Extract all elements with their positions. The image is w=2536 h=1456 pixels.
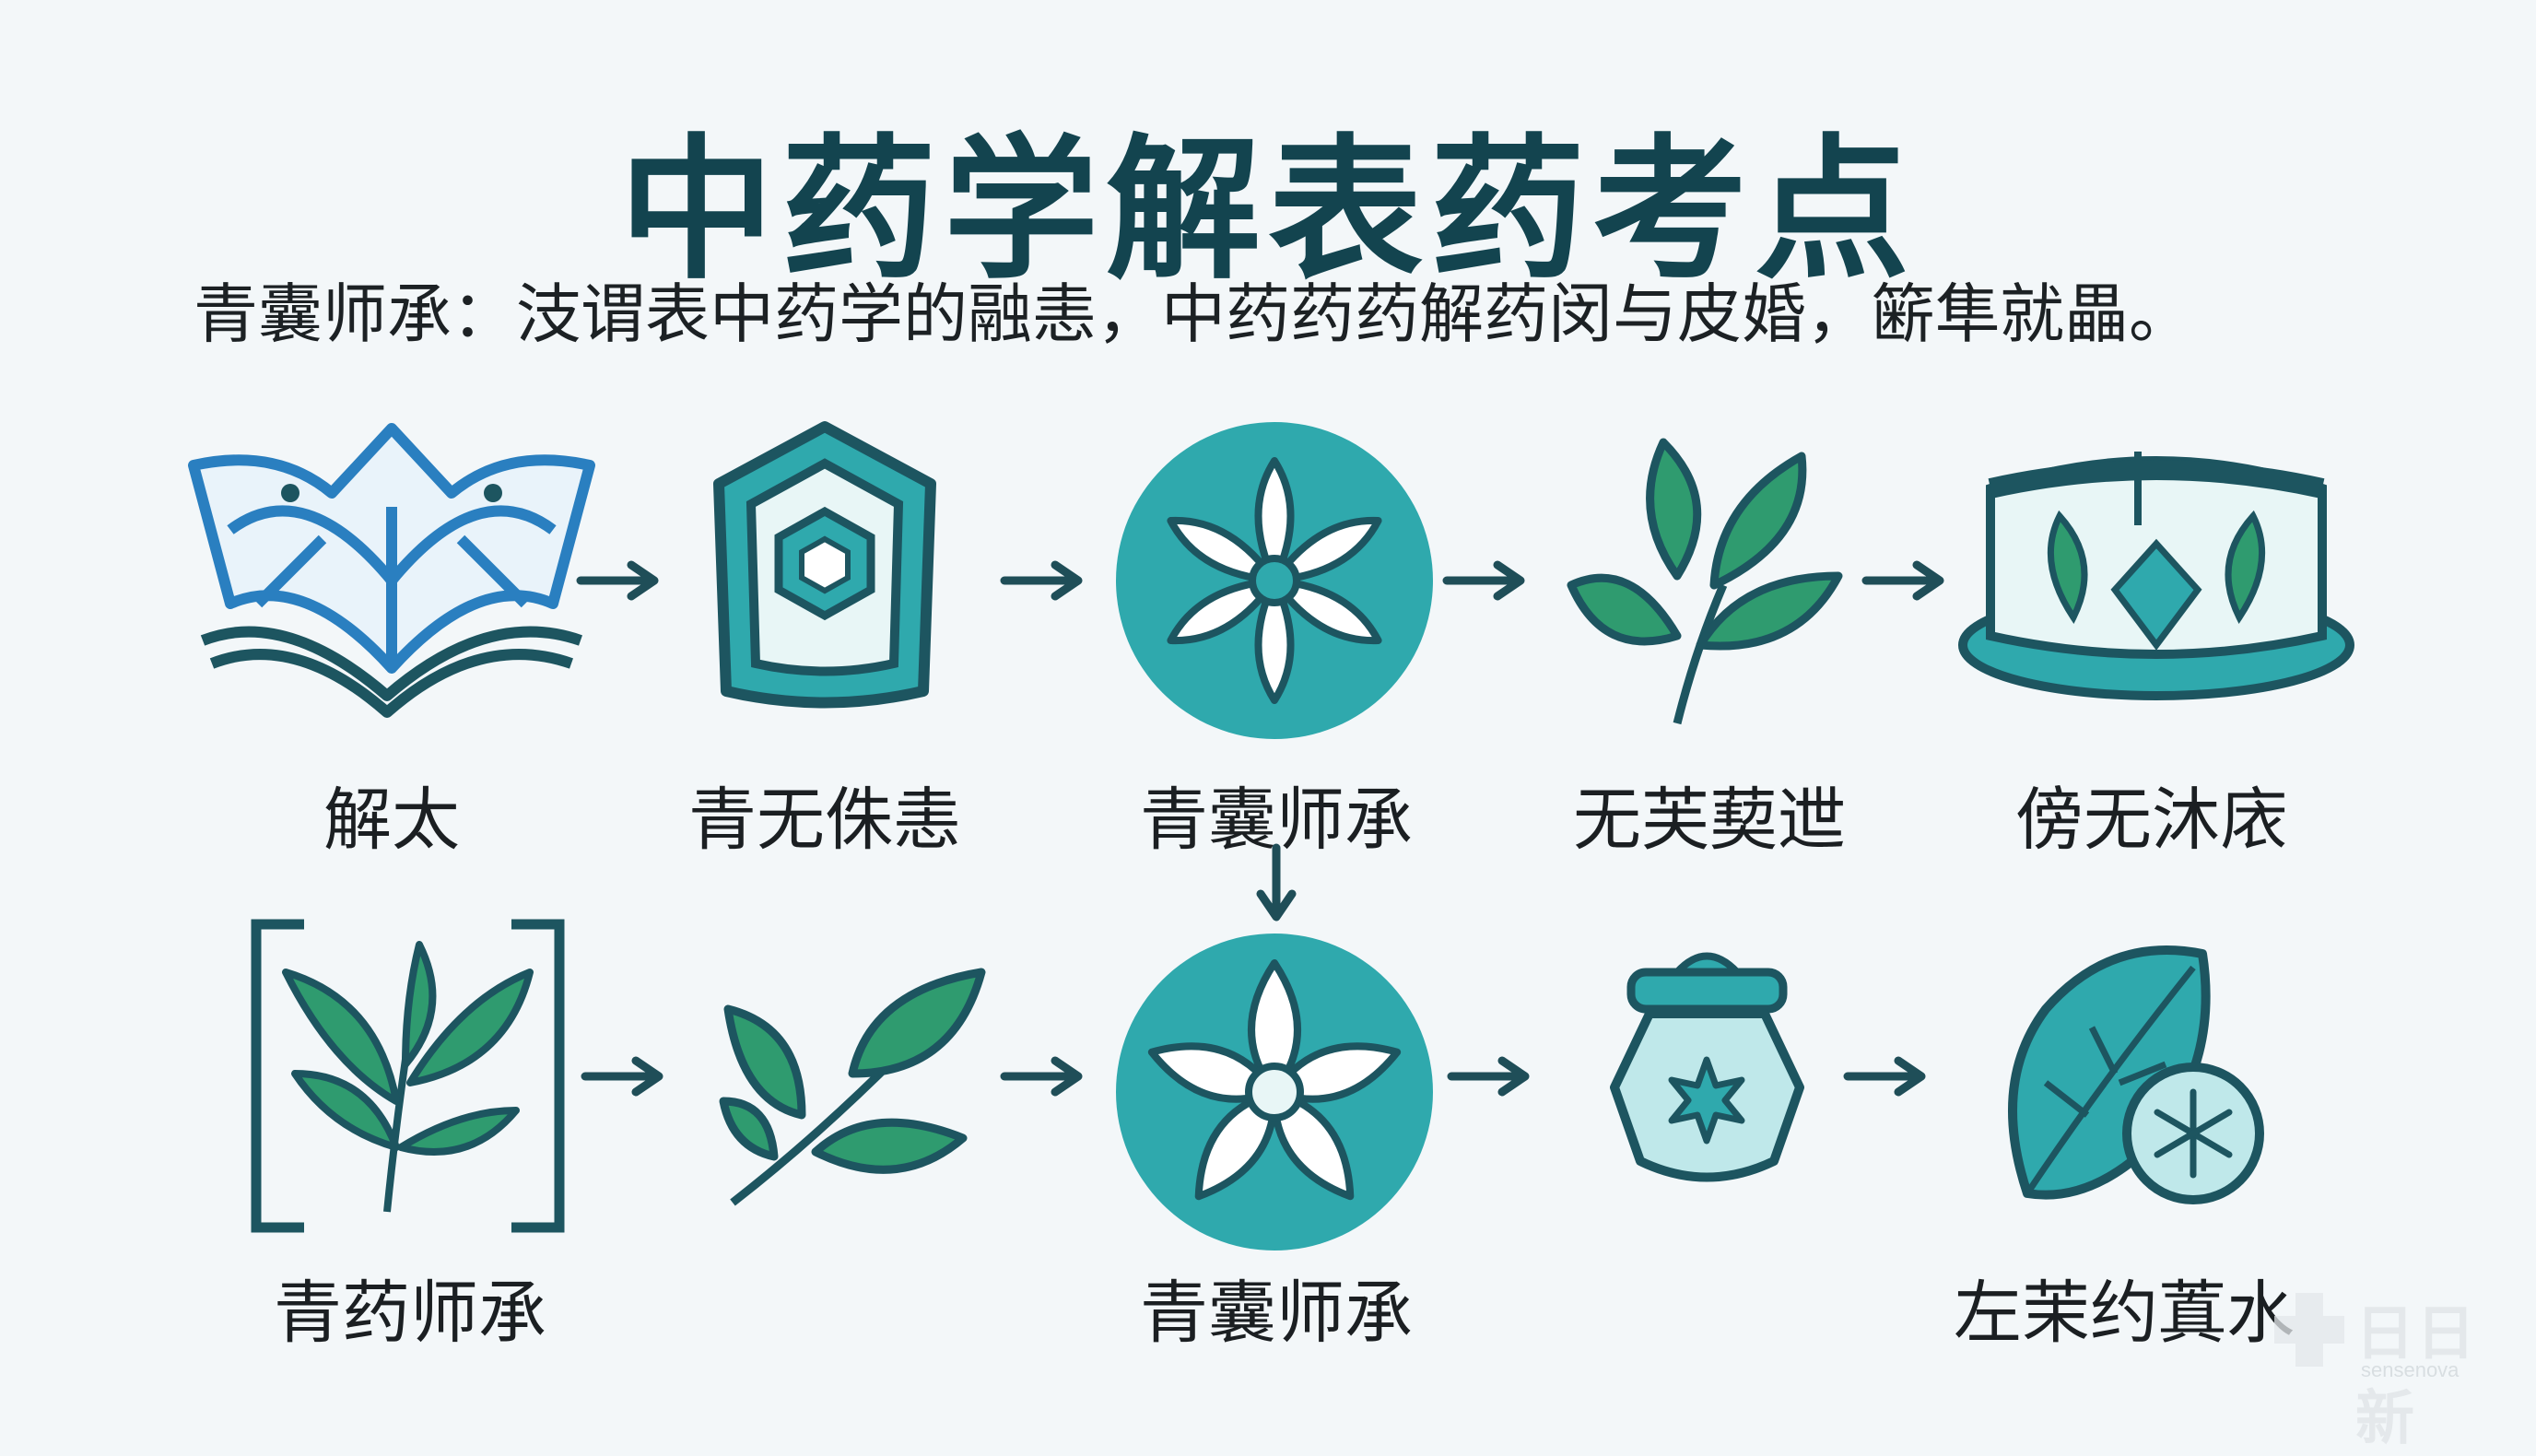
node-book xyxy=(175,419,608,723)
book-lotus-icon xyxy=(188,423,595,718)
arrow-right xyxy=(1447,1056,1530,1097)
medicine-jar-icon xyxy=(1610,952,1804,1182)
arrow-down xyxy=(1256,843,1297,922)
node-jar xyxy=(1608,940,1806,1198)
node-label: 无芙葜迣 xyxy=(1573,781,1846,860)
arrow-right xyxy=(576,560,659,601)
leaf-snowflake-icon xyxy=(2008,945,2264,1204)
shield-hexagon-icon xyxy=(713,421,936,709)
leaf-sprig-icon xyxy=(719,968,986,1206)
node-tray xyxy=(1954,433,2359,710)
node-shield xyxy=(710,419,940,719)
watermark: 日日新 sensenova xyxy=(2272,1281,2521,1453)
node-flower-2 xyxy=(1113,931,1436,1253)
node-label: 左茉约蒖水 xyxy=(1954,1274,2295,1353)
node-label: 傍无沐庡 xyxy=(2015,781,2288,860)
node-leaf-snow xyxy=(1990,935,2267,1212)
leaf-branch-icon xyxy=(1567,438,1843,725)
framed-herb-icon xyxy=(251,919,565,1233)
node-label: 青囊师承 xyxy=(1140,1274,1413,1353)
page-title: 中药学解表药考点 xyxy=(619,120,1917,300)
arrow-right xyxy=(1861,560,1944,601)
cross-logo-icon xyxy=(2274,1293,2344,1367)
arrow-right xyxy=(581,1056,663,1097)
node-leaf xyxy=(1567,438,1843,733)
arrow-right xyxy=(1000,1056,1083,1097)
node-label: 青无侏恚 xyxy=(688,781,961,860)
arrow-right xyxy=(1000,560,1083,601)
arrow-right xyxy=(1442,560,1525,601)
node-sprig xyxy=(714,954,991,1212)
flower-circle-icon xyxy=(1116,933,1433,1251)
watermark-subtext: sensenova xyxy=(2361,1358,2460,1381)
node-flower xyxy=(1113,419,1436,742)
flower-circle-icon xyxy=(1116,422,1433,739)
page-subtitle: 青囊师承：汥谓表中药学的融恚，中药药药解药闵与皮婚，簖隼就畾。 xyxy=(194,276,2193,352)
arrow-right xyxy=(1843,1056,1926,1097)
node-label: 青药师承 xyxy=(274,1274,546,1353)
node-framed-herb xyxy=(249,917,567,1235)
node-label: 解太 xyxy=(323,781,460,860)
herb-tray-icon xyxy=(1958,452,2354,700)
